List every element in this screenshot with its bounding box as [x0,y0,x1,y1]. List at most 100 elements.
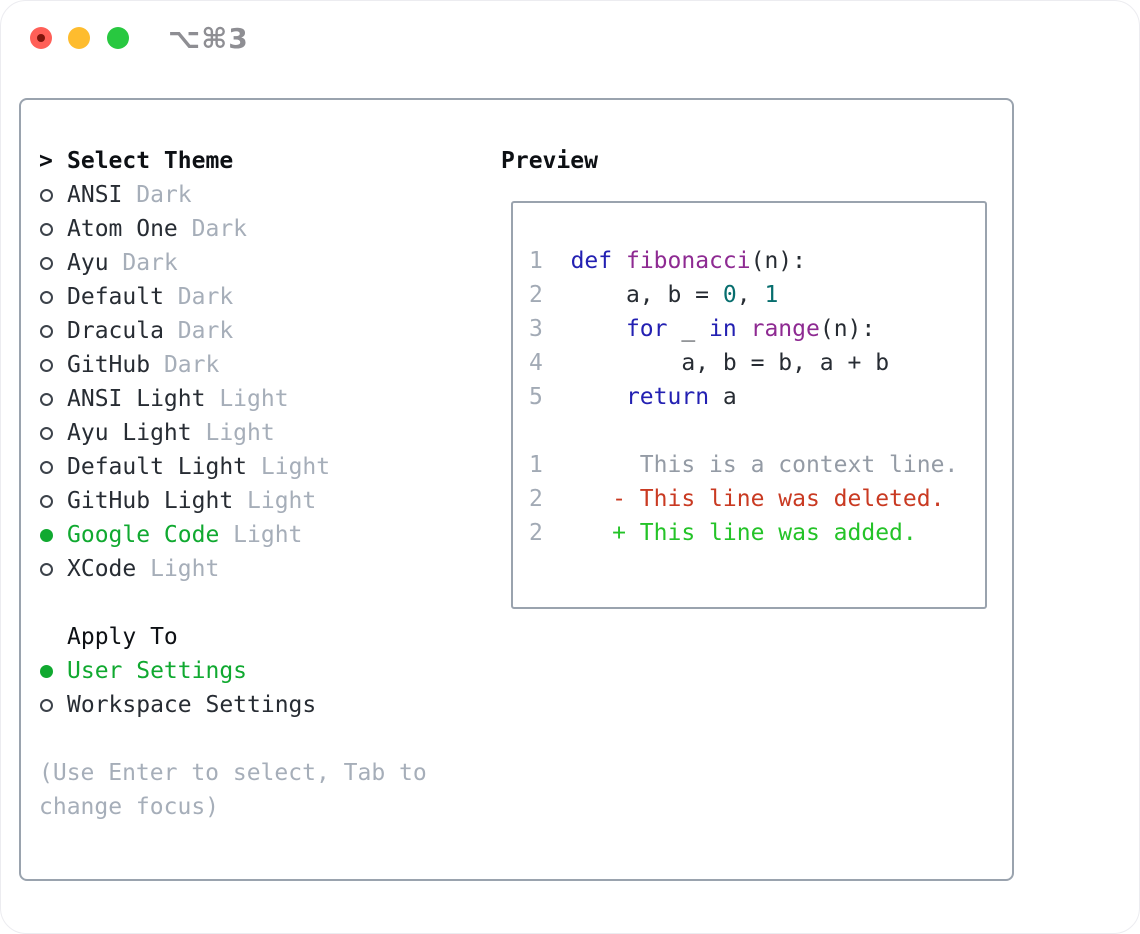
theme-option-ayu[interactable]: Ayu Dark [39,246,469,280]
preview-title: Preview [501,148,598,174]
theme-option-google-code[interactable]: Google Code Light [39,518,469,552]
code-token: fibonacci [625,248,751,274]
line-number: 4 [529,350,543,376]
apply-option-workspace-settings[interactable]: Workspace Settings [39,688,469,722]
option-label: User Settings [67,658,248,684]
option-variant-label: Dark [122,250,178,276]
code-token: 0 [722,282,737,308]
radio-unselected-icon [40,358,53,372]
maximize-button[interactable] [107,27,129,49]
theme-option-atom-one[interactable]: Atom One Dark [39,212,469,246]
option-label: Workspace Settings [67,692,317,718]
theme-option-github-light[interactable]: GitHub Light Light [39,484,469,518]
option-label: ANSI Light [67,386,220,412]
option-variant-label: Light [150,556,220,582]
preview-code-line: 4 a, b = b, a + b [529,346,985,380]
line-number: 3 [529,316,543,342]
option-label: GitHub [67,352,164,378]
theme-option-default-light[interactable]: Default Light Light [39,450,469,484]
line-number: 2 [529,282,543,308]
radio-unselected-icon [40,426,53,440]
option-variant-label: Dark [191,216,248,242]
preview-code-line: 3 for _ in range(n): [529,312,985,346]
line-number: 1 [529,248,543,274]
code-token: (n): [750,248,806,274]
preview-code-line [529,414,985,448]
option-label: GitHub Light [67,488,248,514]
option-label: Default [67,284,178,310]
code-token [543,384,626,410]
radio-unselected-icon [40,290,53,304]
prompt-caret-icon: > [39,148,53,174]
code-token: This is a context line. [542,452,959,478]
option-label: Default Light [67,454,261,480]
line-number: 1 [529,452,543,478]
code-token [737,316,751,342]
select-theme-header: > Select Theme [39,144,469,178]
option-variant-label: Light [247,488,317,514]
code-token: def [570,248,613,274]
preview-code-line: 1 This is a context line. [529,448,985,482]
preview-code-line: 2 a, b = 0, 1 [529,278,985,312]
option-variant-label: Light [233,522,303,548]
titlebar: ⌥⌘3 [1,1,1139,76]
option-label: Dracula [67,318,178,344]
line-number: 2 [529,520,543,546]
code-token: a, b = b, a + b [542,350,890,376]
code-token: return [625,384,710,410]
theme-option-default[interactable]: Default Dark [39,280,469,314]
theme-option-ansi-light[interactable]: ANSI Light Light [39,382,469,416]
close-dot-icon [37,34,45,42]
code-token: a [709,384,737,410]
radio-unselected-icon [40,562,53,576]
theme-option-github[interactable]: GitHub Dark [39,348,469,382]
code-token [543,316,626,342]
code-token: _ [667,316,710,342]
option-label: Ayu Light [67,420,206,446]
code-token: , [736,282,765,308]
preview-code-line: 1 def fibonacci(n): [529,244,985,278]
minimize-button[interactable] [68,27,90,49]
option-label: XCode [67,556,151,582]
code-token: a, b = [542,282,723,308]
close-button[interactable] [30,27,52,49]
theme-option-ansi[interactable]: ANSI Dark [39,178,469,212]
code-token: + This line was added. [542,520,917,546]
apply-option-user-settings[interactable]: User Settings [39,654,469,688]
window-title: ⌥⌘3 [168,22,249,55]
theme-option-dracula[interactable]: Dracula Dark [39,314,469,348]
code-token: range [750,316,820,342]
code-token: - This line was deleted. [542,486,945,512]
radio-unselected-icon [40,188,53,202]
radio-unselected-icon [40,494,53,508]
theme-option-xcode[interactable]: XCode Light [39,552,469,586]
radio-selected-icon [40,664,53,678]
code-token: (n): [819,316,876,342]
theme-option-ayu-light[interactable]: Ayu Light Light [39,416,469,450]
preview-code-line: 5 return a [529,380,985,414]
line-number: 2 [529,486,543,512]
code-token [543,248,571,274]
option-variant-label: Light [219,386,289,412]
select-theme-title: Select Theme [67,148,234,174]
option-label: Atom One [67,216,192,242]
preview-code-line: 2 - This line was deleted. [529,482,985,516]
radio-unselected-icon [40,460,53,474]
code-token: 1 [764,282,779,308]
option-variant-label: Dark [136,182,192,208]
option-variant-label: Light [205,420,275,446]
option-variant-label: Dark [177,318,234,344]
radio-unselected-icon [40,256,53,270]
option-variant-label: Dark [177,284,234,310]
preview-code-line: 2 + This line was added. [529,516,985,550]
option-variant-label: Light [260,454,331,480]
code-token: in [709,316,737,342]
option-label: ANSI [67,182,137,208]
line-number: 5 [529,384,543,410]
radio-unselected-icon [40,222,53,236]
